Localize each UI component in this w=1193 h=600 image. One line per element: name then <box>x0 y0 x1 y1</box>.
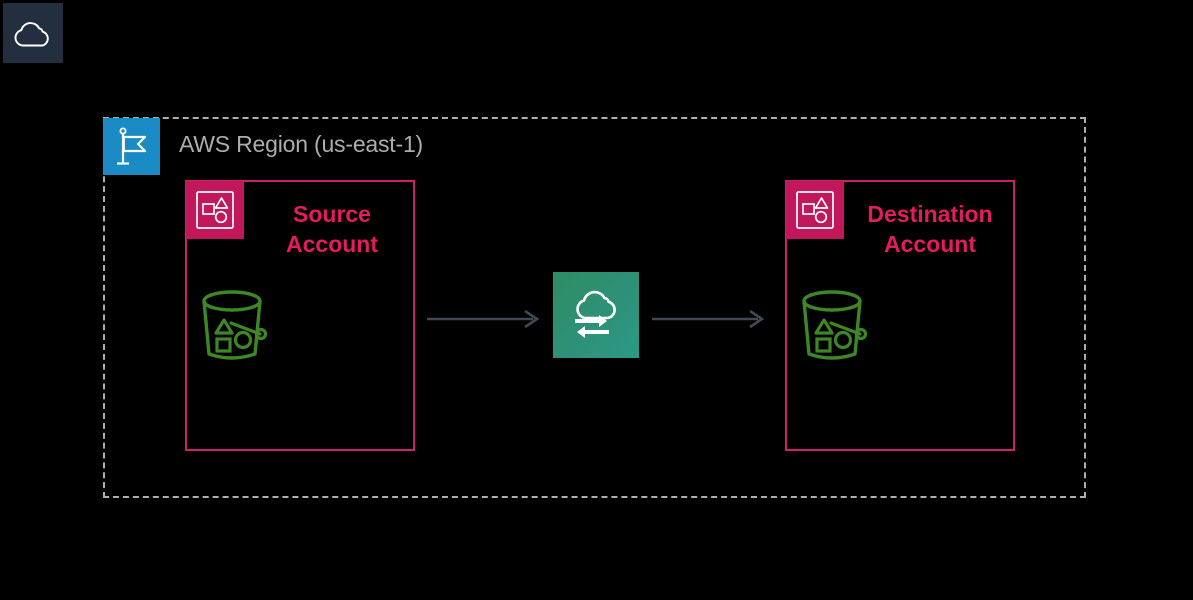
account-title-line2: Account <box>884 231 976 257</box>
bucket-glyph <box>802 290 868 360</box>
cloud-badge <box>3 3 63 63</box>
aws-region-container <box>103 117 1086 498</box>
connector-service-to-destination <box>652 307 765 331</box>
account-title-line1: Source <box>293 201 371 227</box>
account-box-destination <box>785 180 1015 451</box>
account-title-line2: Account <box>286 231 378 257</box>
aws-account-icon-destination <box>786 181 844 239</box>
aws-account-icon-source <box>186 181 244 239</box>
account-title-source: Source Account <box>250 199 414 259</box>
cloud-icon <box>14 22 49 47</box>
account-title-destination: Destination Account <box>845 199 1015 259</box>
account-title-line1: Destination <box>867 201 993 227</box>
account-box-source <box>185 180 415 451</box>
connector-source-to-service <box>427 307 540 331</box>
s3-bucket-icon-destination <box>798 287 874 365</box>
arrow-right-icon <box>427 309 540 329</box>
bucket-glyph <box>202 290 268 360</box>
datasync-service-icon <box>553 272 639 358</box>
flag-glyph <box>116 127 146 165</box>
region-label: AWS Region (us-east-1) <box>179 131 423 157</box>
arrow-right-icon <box>652 309 765 329</box>
account-shapes-glyph <box>796 191 834 229</box>
s3-bucket-icon-source <box>198 287 274 365</box>
cloud-transfer-icon <box>575 290 616 338</box>
account-shapes-glyph <box>196 191 234 229</box>
region-flag-icon <box>103 118 160 175</box>
